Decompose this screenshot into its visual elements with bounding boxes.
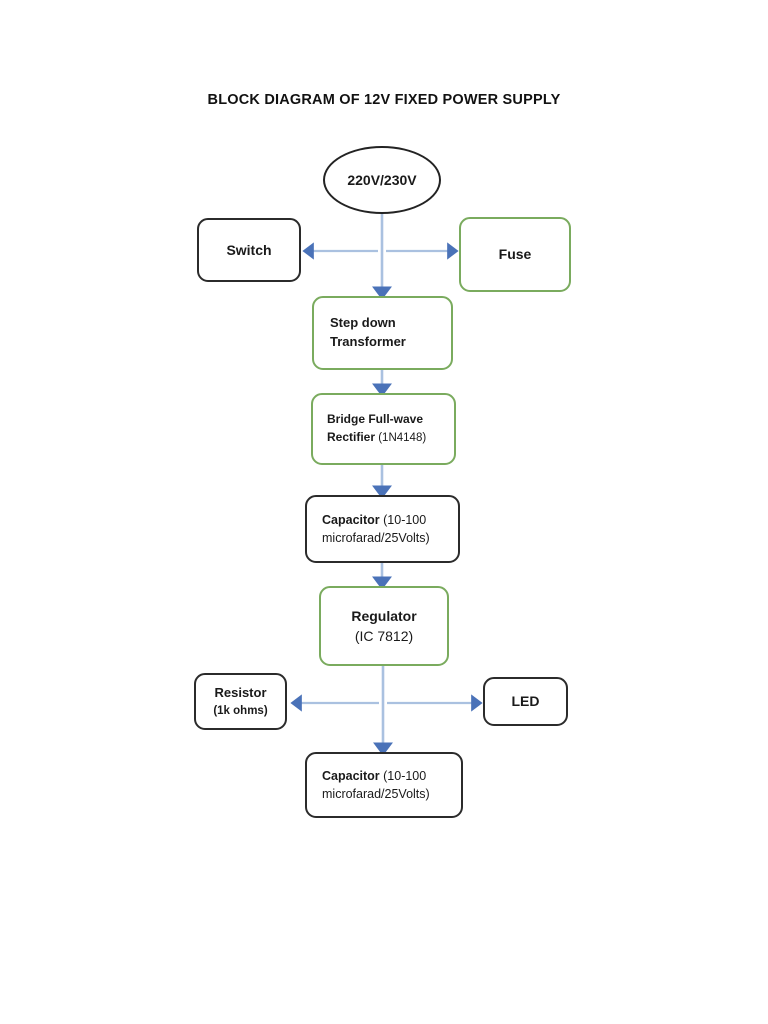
node-rectifier-line-2: Rectifier (1N4148) <box>327 429 426 447</box>
node-transformer-line-2: Transformer <box>330 334 406 349</box>
node-capacitor-output-name: Capacitor <box>322 768 380 783</box>
node-rectifier-part-number: (1N4148) <box>375 431 427 444</box>
node-power-source[interactable]: 220V/230V <box>323 146 441 214</box>
node-fuse-label: Fuse <box>498 246 532 263</box>
node-resistor[interactable]: Resistor (1k ohms) <box>194 673 287 730</box>
node-power-source-label: 220V/230V <box>347 171 417 188</box>
node-regulator-line-1: Regulator <box>351 607 417 624</box>
node-step-down-transformer[interactable]: Step down Transformer <box>312 296 453 370</box>
node-capacitor-input-name: Capacitor <box>322 512 380 527</box>
node-resistor-line-2: (1k ohms) <box>213 704 268 717</box>
node-capacitor-output[interactable]: Capacitor (10-100 microfarad/25Volts) <box>305 752 463 818</box>
node-voltage-regulator[interactable]: Regulator (IC 7812) <box>319 586 449 666</box>
node-capacitor-output-line-1: Capacitor (10-100 <box>322 767 426 785</box>
node-switch[interactable]: Switch <box>197 218 301 282</box>
node-capacitor-input-spec-1: (10-100 <box>379 512 427 527</box>
node-bridge-rectifier[interactable]: Bridge Full-wave Rectifier (1N4148) <box>311 393 456 465</box>
page-title: BLOCK DIAGRAM OF 12V FIXED POWER SUPPLY <box>207 92 561 108</box>
node-fuse[interactable]: Fuse <box>459 217 571 292</box>
node-capacitor-output-spec-2: microfarad/25Volts) <box>322 787 430 801</box>
node-regulator-line-2: (IC 7812) <box>354 628 414 644</box>
node-led[interactable]: LED <box>483 677 568 726</box>
node-capacitor-input-spec-2: microfarad/25Volts) <box>322 531 430 545</box>
node-capacitor-output-spec-1: (10-100 <box>379 768 427 783</box>
node-resistor-line-1: Resistor <box>214 684 267 700</box>
node-switch-label: Switch <box>226 241 272 258</box>
node-rectifier-line-1: Bridge Full-wave <box>327 412 424 427</box>
node-capacitor-input-line-1: Capacitor (10-100 <box>322 511 426 529</box>
node-transformer-line-1: Step down <box>330 315 396 331</box>
node-led-label: LED <box>511 693 540 710</box>
node-rectifier-part-name: Rectifier <box>327 429 376 444</box>
node-capacitor-input[interactable]: Capacitor (10-100 microfarad/25Volts) <box>305 495 460 563</box>
